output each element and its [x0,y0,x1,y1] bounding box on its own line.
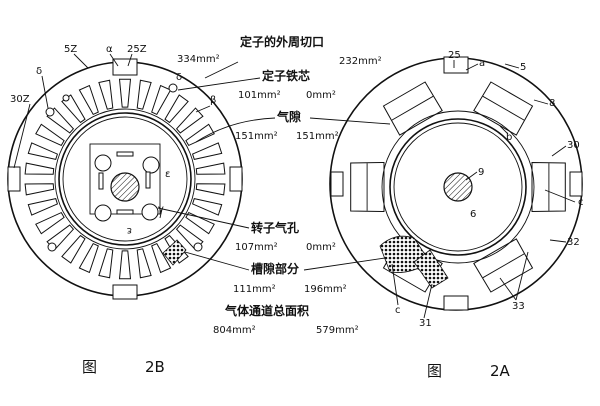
stator-slot [195,162,226,175]
label-6: 6 [470,209,476,220]
slot-divider [482,95,525,121]
stator-slot [151,84,172,116]
stator-slot [185,211,215,235]
anno-slot-gap-val-a: 196mm² [304,284,347,295]
stator-slot [136,79,152,110]
stator-bore-2b [54,108,196,250]
caption-2a-num: 2A [490,362,511,380]
figure-2b: 5Z α 25Z δ δ 30Z β ε ε γ 图 2B [7,44,243,376]
label-gamma: γ [158,204,164,215]
shaft-2b [110,172,140,202]
stator-slot [191,142,223,160]
label-eps-1: ε [165,169,170,180]
stator-slot [98,248,114,279]
label-25: 25 [448,50,461,61]
outer-notches-2a [330,56,583,311]
stator-slot [27,142,59,160]
label-delta-2: δ [176,72,182,83]
stator-slot [151,242,172,274]
label-30: 30 [567,140,580,151]
stator-slot [118,250,132,280]
label-eps-2: ε [127,225,132,236]
anno-rotor-hole-val-b: 107mm² [235,242,278,253]
label-30z: 30Z [10,94,30,105]
anno-outer-cut-title: 定子的外周切口 [240,34,324,49]
caption-2b-tu: 图 [82,358,97,376]
anno-slot-gap-val-b: 111mm² [233,284,276,295]
label-31: 31 [419,318,432,329]
stator-slot [382,81,443,136]
label-a: a [479,58,485,69]
shaft-2a [443,172,473,202]
label-5: 5 [520,62,526,73]
stator-slot [185,123,215,147]
stator-bore-2a [381,110,535,264]
stator-slot [136,248,152,279]
anno-air-gap-val-a: 151mm² [296,131,339,142]
stator-slot [473,81,534,136]
rotor-2b [58,112,192,246]
stator-slot [35,211,65,235]
anno-outer-cut-val-a: 232mm² [339,56,382,67]
label-33: 33 [512,301,525,312]
label-delta-1: δ [36,66,42,77]
slot-divider [391,95,434,121]
anno-total-val-b: 804mm² [213,325,256,336]
anno-stator-core-val-b: 101mm² [238,90,281,101]
anno-outer-cut-val-b: 334mm² [177,54,220,65]
figure-2a: 25 a 5 8 b 30 9 6 c 32 c 31 33 图 2A [329,50,584,380]
label-c-1: c [578,197,584,208]
stator-slot [78,84,99,116]
stator-slot [24,183,55,196]
anno-air-gap-title: 气隙 [276,109,301,124]
stator-slot [61,94,86,124]
label-25z: 25Z [127,44,147,55]
label-b: b [506,132,512,143]
annotations: 定子的外周切口 334mm² 232mm² 定子铁芯 101mm² 0mm² 气… [157,34,391,336]
caption-2b-num: 2B [145,358,165,376]
anno-rotor-hole-title: 转子气孔 [251,220,299,235]
outer-notches-2b [7,58,243,300]
stator-slot [24,162,55,175]
rotor-holes-2b [94,151,160,222]
slot-gap-highlight-2a-2 [413,249,449,289]
stator-slot [118,78,132,108]
anno-total-val-a: 579mm² [316,325,359,336]
stator-slot [61,234,86,264]
label-9: 9 [478,167,484,178]
anno-slot-gap-title: 槽隙部分 [251,261,299,276]
label-8: 8 [549,98,555,109]
stator-slot [27,198,59,216]
label-c-2: c [395,305,401,316]
stator-slot [164,94,189,124]
anno-total-title: 气体通道总面积 [224,303,309,318]
rotor-2a [389,118,527,256]
stator-slot [35,123,65,147]
label-32: 32 [567,237,580,248]
anno-rotor-hole-val-a: 0mm² [306,242,336,253]
stator-slot [78,242,99,274]
label-beta: β [210,95,216,106]
stator-slot [473,238,534,293]
anno-air-gap-val-b: 151mm² [235,131,278,142]
slot-divider [482,253,525,279]
anno-stator-core-title: 定子铁芯 [262,68,310,83]
stator-slot [195,183,226,196]
label-5z: 5Z [64,44,77,55]
label-alpha: α [106,44,113,55]
stator-slot [98,79,114,110]
slot-gap-highlight-2b [162,239,187,266]
anno-stator-core-val-a: 0mm² [306,90,336,101]
stator-slot [191,198,223,216]
stator-holes-2b [45,83,203,252]
stator-slot [175,107,204,134]
caption-2a-tu: 图 [427,362,442,380]
